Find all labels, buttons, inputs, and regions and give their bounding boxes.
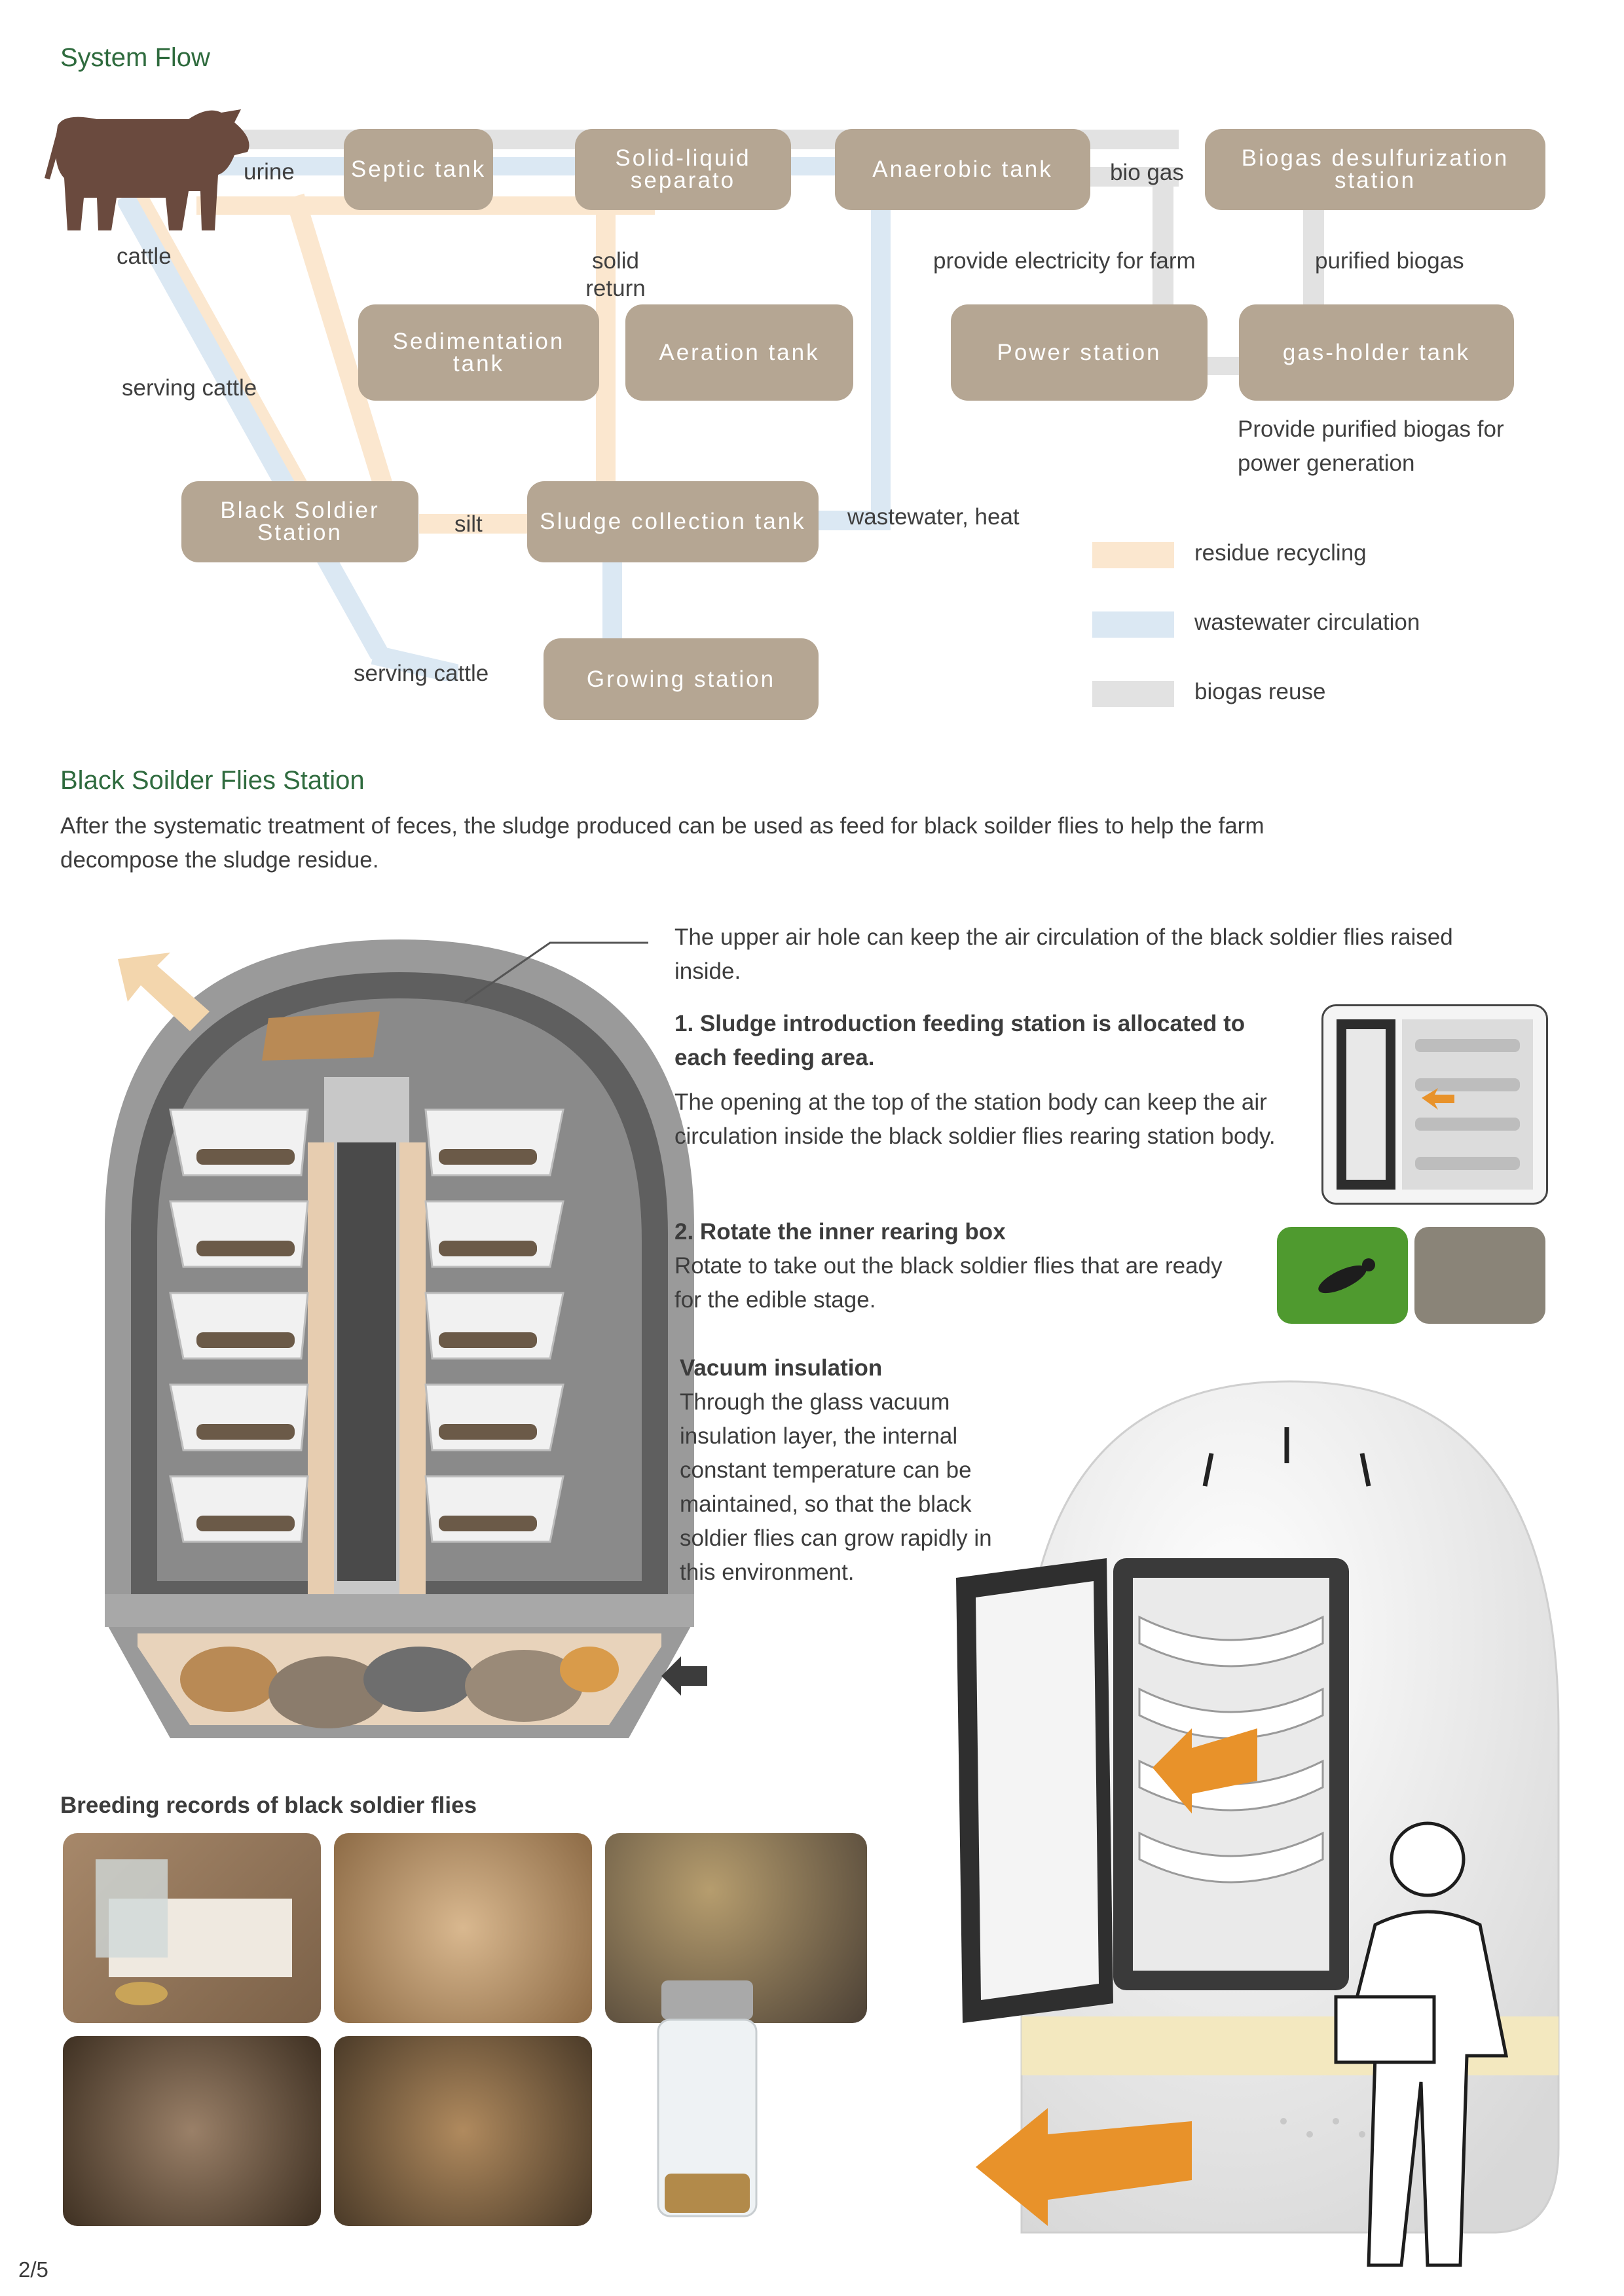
legend-swatch-wastewater: [1092, 611, 1174, 638]
legend-label-biogas: biogas reuse: [1194, 679, 1326, 704]
diagonal-bands: [118, 191, 458, 681]
label-serving-cattle-2: serving cattle: [354, 661, 489, 686]
box-sludge-collection-tank: Sludge collection tank: [527, 481, 819, 562]
box-septic-tank: Septic tank: [344, 129, 493, 210]
box-growing-station: Growing station: [544, 638, 819, 720]
box-solid-liquid-separator: Solid-liquid separato: [575, 129, 791, 210]
breeding-photo-5: [334, 2036, 592, 2226]
system-flow-title: System Flow: [60, 43, 210, 72]
station-cross-section-illustration: [105, 939, 707, 1738]
cow-icon: [45, 109, 249, 230]
box-gas-holder-tank: gas-holder tank: [1239, 304, 1514, 401]
air-hole-leader-line: [464, 941, 648, 1003]
label-silt: silt: [454, 511, 483, 537]
label-wastewater-heat: wastewater, heat: [847, 504, 1020, 530]
label-cattle: cattle: [117, 244, 172, 269]
breeding-photo-2: [334, 1833, 592, 2023]
vacuum-title: Vacuum insulation: [680, 1355, 883, 1381]
air-hole-text: The upper air hole can keep the air circ…: [674, 924, 1453, 984]
breeding-photo-4: [63, 2036, 321, 2226]
label-serving-cattle-1: serving cattle: [122, 375, 257, 401]
legend-swatch-biogas: [1092, 681, 1174, 707]
point2-title: 2. Rotate the inner rearing box: [674, 1219, 1006, 1245]
breeding-photo-1: [63, 1833, 321, 2023]
box-aeration-tank: Aeration tank: [625, 304, 853, 401]
point1-title: 1. Sludge introduction feeding station i…: [674, 1011, 1246, 1070]
box-sedimentation-tank: Sedimentation tank: [358, 304, 599, 401]
breeding-title: Breeding records of black soldier flies: [60, 1793, 477, 1818]
page-number: 2/5: [18, 2257, 48, 2282]
label-purified-biogas: purified biogas: [1315, 248, 1464, 274]
bsf-station-title: Black Soilder Flies Station: [60, 766, 365, 795]
point1-text: The opening at the top of the station bo…: [674, 1089, 1276, 1149]
bsf-intro-text: After the systematic treatment of feces,…: [60, 813, 1264, 873]
fly-on-leaf-photo: [1277, 1227, 1408, 1324]
label-provide-purified-biogas: Provide purified biogas for power genera…: [1238, 416, 1504, 476]
box-black-soldier-station: Black Soldier Station: [181, 481, 418, 562]
legend-label-residue: residue recycling: [1194, 540, 1367, 566]
label-bio-gas: bio gas: [1110, 160, 1184, 185]
label-urine: urine: [244, 159, 295, 185]
legend-label-wastewater: wastewater circulation: [1194, 610, 1420, 635]
feeding-station-render: [1321, 1004, 1548, 1205]
label-solid-return: solid return: [585, 248, 646, 301]
station-exterior-render: [956, 1380, 1560, 2267]
vacuum-text: Through the glass vacuum insulation laye…: [680, 1389, 992, 1585]
box-anaerobic-tank: Anaerobic tank: [835, 129, 1090, 210]
box-biogas-desulfurization: Biogas desulfurization station: [1205, 129, 1545, 210]
larvae-pile-photo: [1414, 1227, 1545, 1324]
jar-with-larvae-photo: [657, 1980, 758, 2217]
legend-swatch-residue: [1092, 542, 1174, 568]
point2-text: Rotate to take out the black soldier fli…: [674, 1253, 1223, 1313]
label-provide-electricity: provide electricity for farm: [933, 248, 1196, 274]
box-power-station: Power station: [951, 304, 1208, 401]
